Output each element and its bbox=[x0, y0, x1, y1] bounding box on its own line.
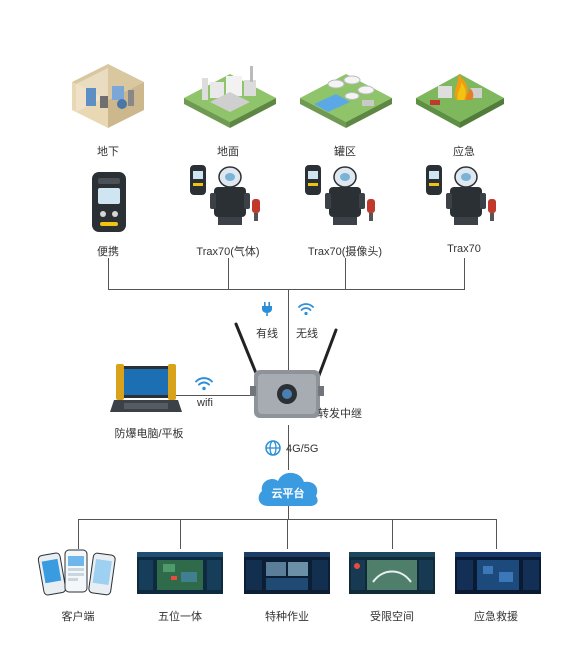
device-label-portable: 便携 bbox=[97, 246, 119, 258]
relay-label: 转发中继 bbox=[318, 408, 362, 420]
wired-label: 有线 bbox=[256, 328, 278, 340]
wireless-label: 无线 bbox=[296, 328, 318, 340]
wireless-icon bbox=[298, 302, 314, 316]
scene-label-underground: 地下 bbox=[97, 146, 119, 158]
app-drop-5 bbox=[496, 519, 497, 549]
device-label-trax70: Trax70 bbox=[447, 243, 481, 255]
cloud-to-apps bbox=[288, 505, 289, 519]
device-drop-2 bbox=[228, 258, 229, 289]
wifi-icon bbox=[195, 376, 213, 391]
laptop-to-relay bbox=[175, 395, 255, 396]
mobile-client-image bbox=[37, 548, 117, 596]
cloud-platform-label: 云平台 bbox=[271, 488, 305, 500]
app-drop-2 bbox=[180, 519, 181, 549]
scene-label-emergency: 应急 bbox=[453, 146, 475, 158]
app-drop-1 bbox=[78, 519, 79, 549]
portable-detector-image bbox=[90, 170, 128, 234]
app-label-emergency-rescue: 应急救援 bbox=[474, 611, 518, 623]
app-label-five-in-one: 五位一体 bbox=[158, 611, 202, 623]
wifi-label: wifi bbox=[197, 397, 213, 409]
trax70-gas-device-image bbox=[188, 163, 268, 233]
trunk-to-relay bbox=[288, 289, 289, 371]
device-drop-3 bbox=[345, 258, 346, 289]
rugged-laptop-image bbox=[110, 364, 182, 416]
app-label-confined-space: 受限空间 bbox=[370, 611, 414, 623]
app-label-client: 客户端 bbox=[61, 611, 95, 623]
laptop-label: 防爆电脑/平板 bbox=[114, 428, 184, 440]
trax70-device-image bbox=[424, 163, 504, 233]
app-drop-3 bbox=[287, 519, 288, 549]
device-drop-4 bbox=[464, 258, 465, 289]
device-label-trax70-camera: Trax70(摄像头) bbox=[307, 246, 383, 258]
scene-emergency-image bbox=[412, 60, 508, 132]
app-label-special-operations: 特种作业 bbox=[265, 611, 309, 623]
trax70-camera-device-image bbox=[303, 163, 383, 233]
dashboard-emergency-rescue-image bbox=[455, 552, 541, 594]
globe-icon bbox=[265, 440, 281, 456]
device-bus-line bbox=[108, 289, 465, 290]
device-label-trax70-gas: Trax70(气体) bbox=[196, 246, 260, 258]
scene-ground-image bbox=[180, 58, 278, 130]
scene-tank-area-image bbox=[296, 60, 396, 134]
plug-icon bbox=[259, 301, 275, 317]
relay-device-image bbox=[232, 322, 342, 424]
app-drop-4 bbox=[392, 519, 393, 549]
cloud-icon bbox=[254, 466, 322, 508]
dashboard-five-in-one-image bbox=[137, 552, 223, 594]
relay-to-cloud bbox=[288, 425, 289, 470]
scene-label-tank-area: 罐区 bbox=[334, 146, 356, 158]
cellular-label: 4G/5G bbox=[286, 443, 319, 455]
scene-label-ground: 地面 bbox=[217, 146, 239, 158]
scene-underground-image bbox=[62, 52, 154, 134]
dashboard-confined-space-image bbox=[349, 552, 435, 594]
dashboard-special-operations-image bbox=[244, 552, 330, 594]
device-drop-1 bbox=[108, 258, 109, 289]
